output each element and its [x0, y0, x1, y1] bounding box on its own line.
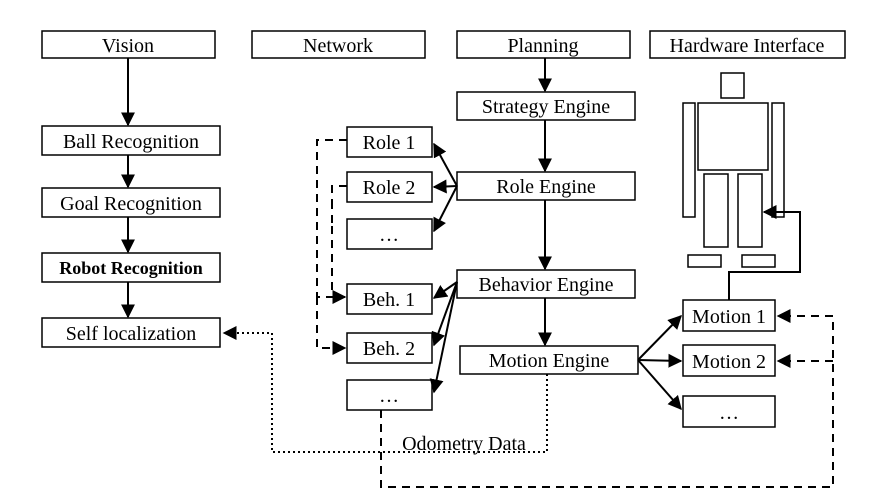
header-planning: Planning [456, 30, 631, 59]
box-goal-recognition: Goal Recognition [41, 187, 221, 218]
odometry-data-label: Odometry Data [402, 433, 526, 455]
box-role-1: Role 1 [346, 126, 433, 158]
header-vision: Vision [41, 30, 216, 59]
role-engine-label: Role Engine [496, 176, 596, 198]
role-1-label: Role 1 [363, 132, 416, 154]
motion-2-label: Motion 2 [692, 351, 766, 373]
arrow-role-engine-to-role-1 [433, 142, 458, 187]
arrow-motion-engine-to-motion-1 [637, 314, 682, 361]
header-hardware-label: Hardware Interface [670, 35, 825, 57]
dashed-feedback-to-motion-1 [380, 309, 834, 488]
box-robot-recognition: Robot Recognition [41, 252, 221, 283]
box-strategy-engine: Strategy Engine [456, 91, 636, 121]
behavior-engine-label: Behavior Engine [479, 274, 614, 296]
dotted-odometry-to-self-localization [222, 326, 548, 453]
header-vision-label: Vision [102, 35, 154, 57]
beh-2-label: Beh. 2 [363, 338, 415, 360]
box-motion-engine: Motion Engine [459, 345, 639, 375]
box-beh-2: Beh. 2 [346, 332, 433, 364]
header-hardware: Hardware Interface [649, 30, 846, 59]
box-beh-1: Beh. 1 [346, 283, 433, 315]
arrow-behavior-engine-to-beh-1 [432, 281, 458, 299]
role-more-label: … [379, 224, 399, 246]
ball-recognition-label: Ball Recognition [63, 131, 199, 153]
box-role-engine: Role Engine [456, 171, 636, 201]
motion-more-label: … [719, 402, 739, 424]
beh-1-label: Beh. 1 [363, 289, 415, 311]
dashed-to-beh2 [316, 297, 347, 355]
box-motion-2: Motion 2 [682, 344, 776, 377]
robot-recognition-label: Robot Recognition [59, 258, 203, 278]
arrow-behavior-engine-to-beh-more [429, 281, 458, 394]
arrow-behavior-engine-to-beh-2 [431, 281, 458, 347]
arrow-motion-engine-to-motion-2 [637, 353, 683, 368]
box-self-localization: Self localization [41, 317, 221, 348]
motion-engine-label: Motion Engine [489, 350, 610, 372]
strategy-engine-label: Strategy Engine [482, 96, 610, 118]
box-ball-recognition: Ball Recognition [41, 125, 221, 156]
arrow-motion-1-to-robot [728, 205, 801, 300]
header-network-label: Network [303, 35, 373, 57]
box-behavior-engine: Behavior Engine [456, 269, 636, 299]
robot-figure-icon [682, 72, 785, 268]
header-planning-label: Planning [507, 35, 578, 57]
box-motion-more: … [682, 395, 776, 428]
dashed-role2-stub [331, 185, 347, 201]
box-role-more: … [346, 218, 433, 250]
goal-recognition-label: Goal Recognition [60, 193, 202, 215]
box-motion-1: Motion 1 [682, 299, 776, 332]
arrow-motion-engine-to-motion-more [637, 359, 682, 411]
arrow-role-engine-to-role-more [433, 185, 458, 233]
header-network: Network [251, 30, 426, 59]
role-2-label: Role 2 [363, 177, 416, 199]
arrow-role-engine-to-role-2 [432, 179, 458, 194]
beh-more-label: … [379, 385, 399, 407]
self-localization-label: Self localization [66, 323, 197, 345]
motion-1-label: Motion 1 [692, 306, 766, 328]
box-role-2: Role 2 [346, 171, 433, 203]
box-beh-more: … [346, 379, 433, 411]
